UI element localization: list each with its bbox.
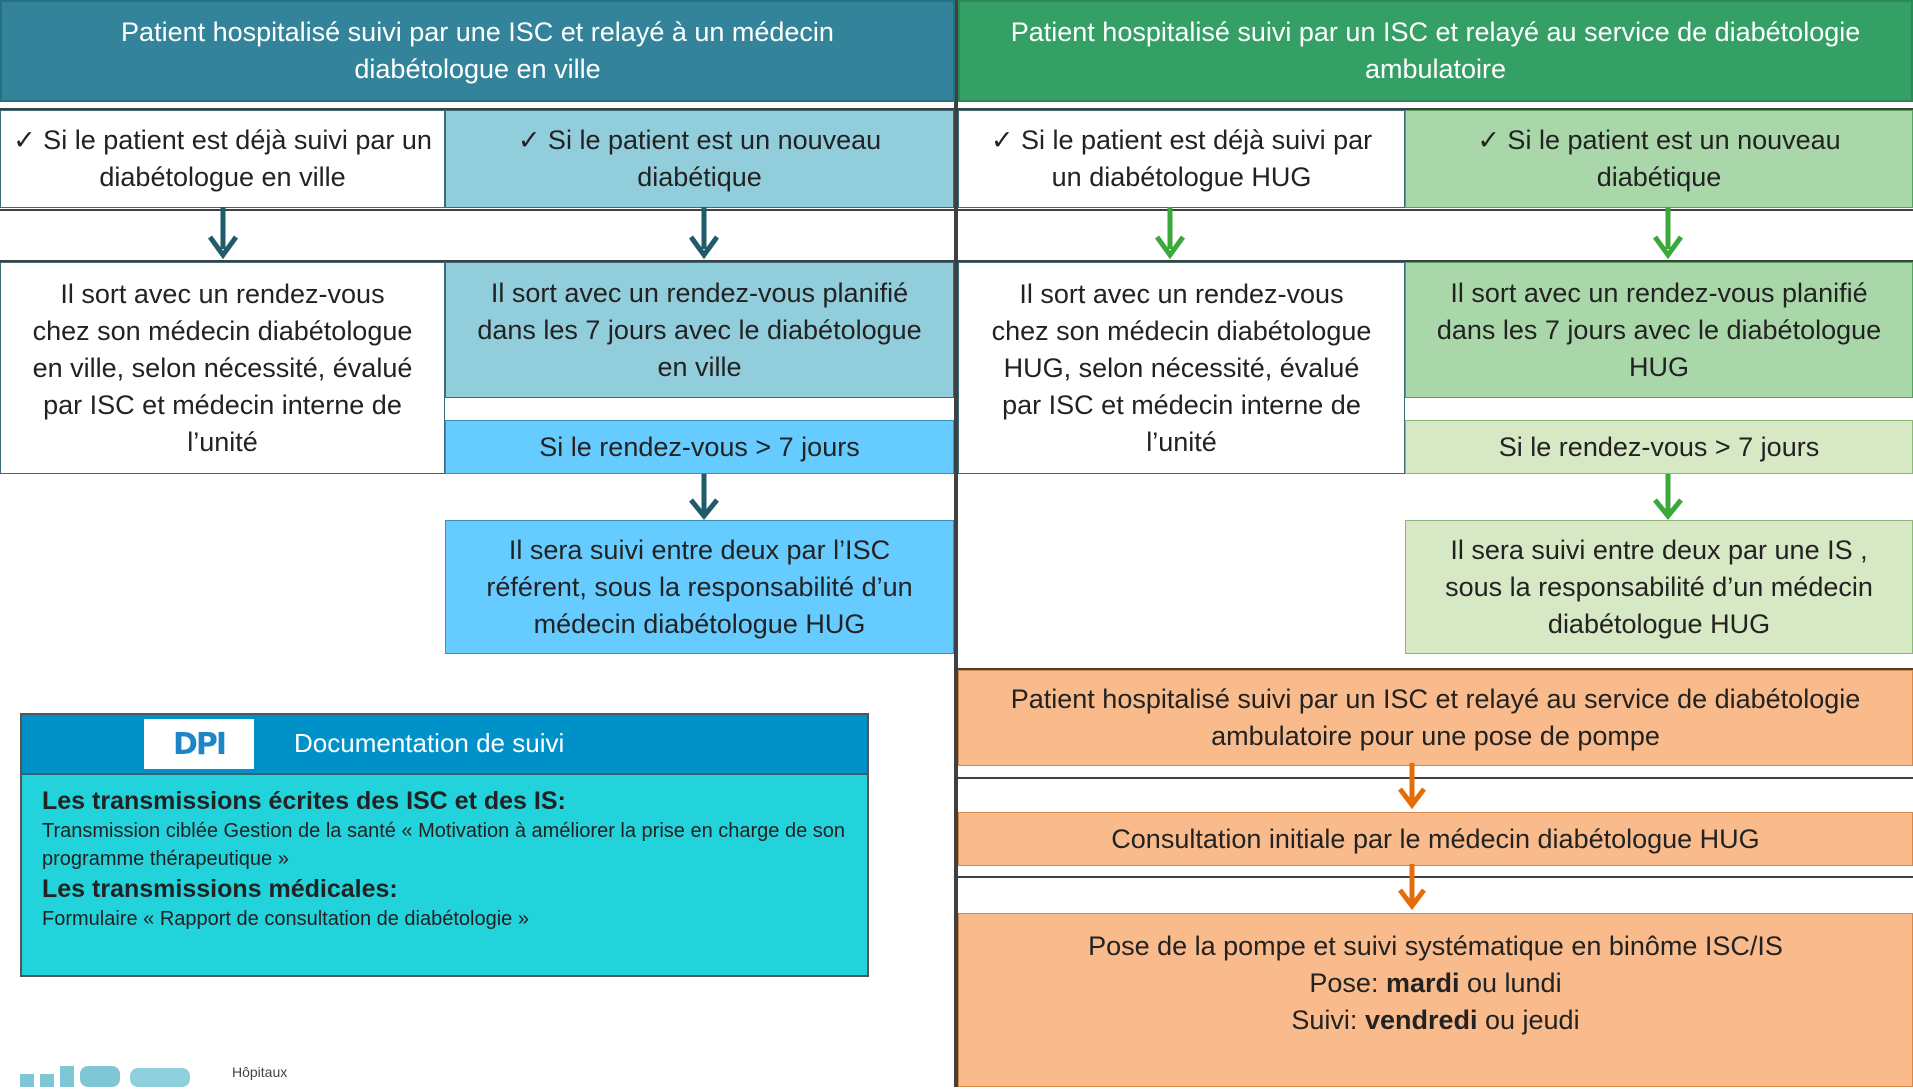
- arrow-down-icon: [1653, 474, 1683, 520]
- arrow-down-icon: [689, 474, 719, 520]
- right-outcome-new-text: Il sort avec un rendez-vous planifié dan…: [1436, 277, 1882, 382]
- left-already-followed-box: ✓ Si le patient est déjà suivi par un di…: [0, 110, 445, 208]
- written-transmissions-text: Transmission ciblée Gestion de la santé …: [42, 820, 846, 870]
- suivi-alt: ou jeudi: [1477, 1005, 1580, 1035]
- left-header: Patient hospitalisé suivi par une ISC et…: [0, 0, 955, 102]
- arrow-down-icon: [688, 207, 720, 260]
- left-outcome-new-box: Il sort avec un rendez-vous planifié dan…: [445, 262, 954, 398]
- right-header: Patient hospitalisé suivi par un ISC et …: [958, 0, 1913, 102]
- written-transmissions-heading: Les transmissions écrites des ISC et des…: [42, 787, 566, 815]
- hug-logo: Hôpitaux: [20, 1062, 300, 1087]
- right-already-followed-text: ✓ Si le patient est déjà suivi par un di…: [990, 125, 1373, 192]
- left-new-patient-text: ✓ Si le patient est un nouveau diabétiqu…: [517, 125, 882, 192]
- column-divider: [954, 0, 958, 1087]
- left-header-text: Patient hospitalisé suivi par une ISC et…: [121, 17, 834, 84]
- dpi-logo: DPI: [144, 719, 254, 769]
- arrow-down-icon: [207, 207, 239, 260]
- right-condition-text: Si le rendez-vous > 7 jours: [1498, 431, 1820, 462]
- right-outcome-followed-text: Il sort avec un rendez-vous chez son méd…: [991, 278, 1372, 457]
- row-separator: [958, 668, 1913, 670]
- medical-transmissions-heading: Les transmissions médicales:: [42, 875, 398, 903]
- medical-transmissions-text: Formulaire « Rapport de consultation de …: [42, 908, 529, 930]
- left-followup-text: Il sera suivi entre deux par l’ISC référ…: [486, 534, 913, 639]
- pump-header-box: Patient hospitalisé suivi par un ISC et …: [958, 670, 1913, 766]
- suivi-label: Suivi:: [1291, 1005, 1365, 1035]
- documentation-body: Les transmissions écrites des ISC et des…: [22, 775, 867, 933]
- arrow-down-icon: [1398, 763, 1426, 810]
- hug-logo-icon: [20, 1066, 190, 1087]
- right-condition-box: Si le rendez-vous > 7 jours: [1405, 420, 1913, 474]
- suivi-schedule: Suivi: vendredi ou jeudi: [1291, 1002, 1579, 1039]
- hug-logo-text: Hôpitaux: [232, 1064, 288, 1080]
- right-new-patient-text: ✓ Si le patient est un nouveau diabétiqu…: [1477, 125, 1841, 192]
- row-separator: [958, 777, 1913, 779]
- pose-label: Pose:: [1309, 968, 1386, 998]
- pose-schedule: Pose: mardi ou lundi: [1309, 965, 1561, 1002]
- right-followup-text: Il sera suivi entre deux par une IS , so…: [1445, 534, 1873, 639]
- documentation-panel: DPI Documentation de suivi Les transmiss…: [20, 713, 869, 977]
- pump-header-text: Patient hospitalisé suivi par un ISC et …: [1010, 684, 1861, 751]
- right-outcome-new-box: Il sort avec un rendez-vous planifié dan…: [1405, 262, 1913, 398]
- left-outcome-new-text: Il sort avec un rendez-vous planifié dan…: [477, 277, 922, 382]
- pose-alt: ou lundi: [1459, 968, 1562, 998]
- right-already-followed-box: ✓ Si le patient est déjà suivi par un di…: [958, 110, 1405, 208]
- consultation-text: Consultation initiale par le médecin dia…: [1111, 823, 1760, 854]
- right-outcome-followed-box: Il sort avec un rendez-vous chez son méd…: [958, 262, 1405, 474]
- documentation-title: Documentation de suivi: [294, 728, 565, 758]
- consultation-box: Consultation initiale par le médecin dia…: [958, 812, 1913, 866]
- pose-box: Pose de la pompe et suivi systématique e…: [958, 913, 1913, 1087]
- suivi-day: vendredi: [1364, 1005, 1478, 1035]
- left-outcome-followed-text: Il sort avec un rendez-vous chez son méd…: [32, 278, 413, 457]
- left-condition-box: Si le rendez-vous > 7 jours: [445, 420, 954, 474]
- arrow-down-icon: [1398, 864, 1426, 911]
- right-followup-box: Il sera suivi entre deux par une IS , so…: [1405, 520, 1913, 654]
- pose-day: mardi: [1385, 968, 1460, 998]
- pose-line-text: Pose de la pompe et suivi systématique e…: [1088, 931, 1783, 961]
- arrow-down-icon: [1154, 207, 1186, 260]
- left-outcome-followed-box: Il sort avec un rendez-vous chez son méd…: [0, 262, 445, 474]
- left-new-patient-box: ✓ Si le patient est un nouveau diabétiqu…: [445, 110, 954, 208]
- arrow-down-icon: [1652, 207, 1684, 260]
- row-separator: [0, 209, 1913, 211]
- row-separator: [958, 876, 1913, 878]
- documentation-header: DPI Documentation de suivi: [22, 715, 867, 775]
- right-new-patient-box: ✓ Si le patient est un nouveau diabétiqu…: [1405, 110, 1913, 208]
- left-followup-box: Il sera suivi entre deux par l’ISC référ…: [445, 520, 954, 654]
- right-header-text: Patient hospitalisé suivi par un ISC et …: [1010, 17, 1861, 84]
- row-separator: [0, 260, 1913, 262]
- left-condition-text: Si le rendez-vous > 7 jours: [539, 431, 860, 462]
- left-already-followed-text: ✓ Si le patient est déjà suivi par un di…: [13, 125, 432, 192]
- row-separator: [0, 108, 1913, 110]
